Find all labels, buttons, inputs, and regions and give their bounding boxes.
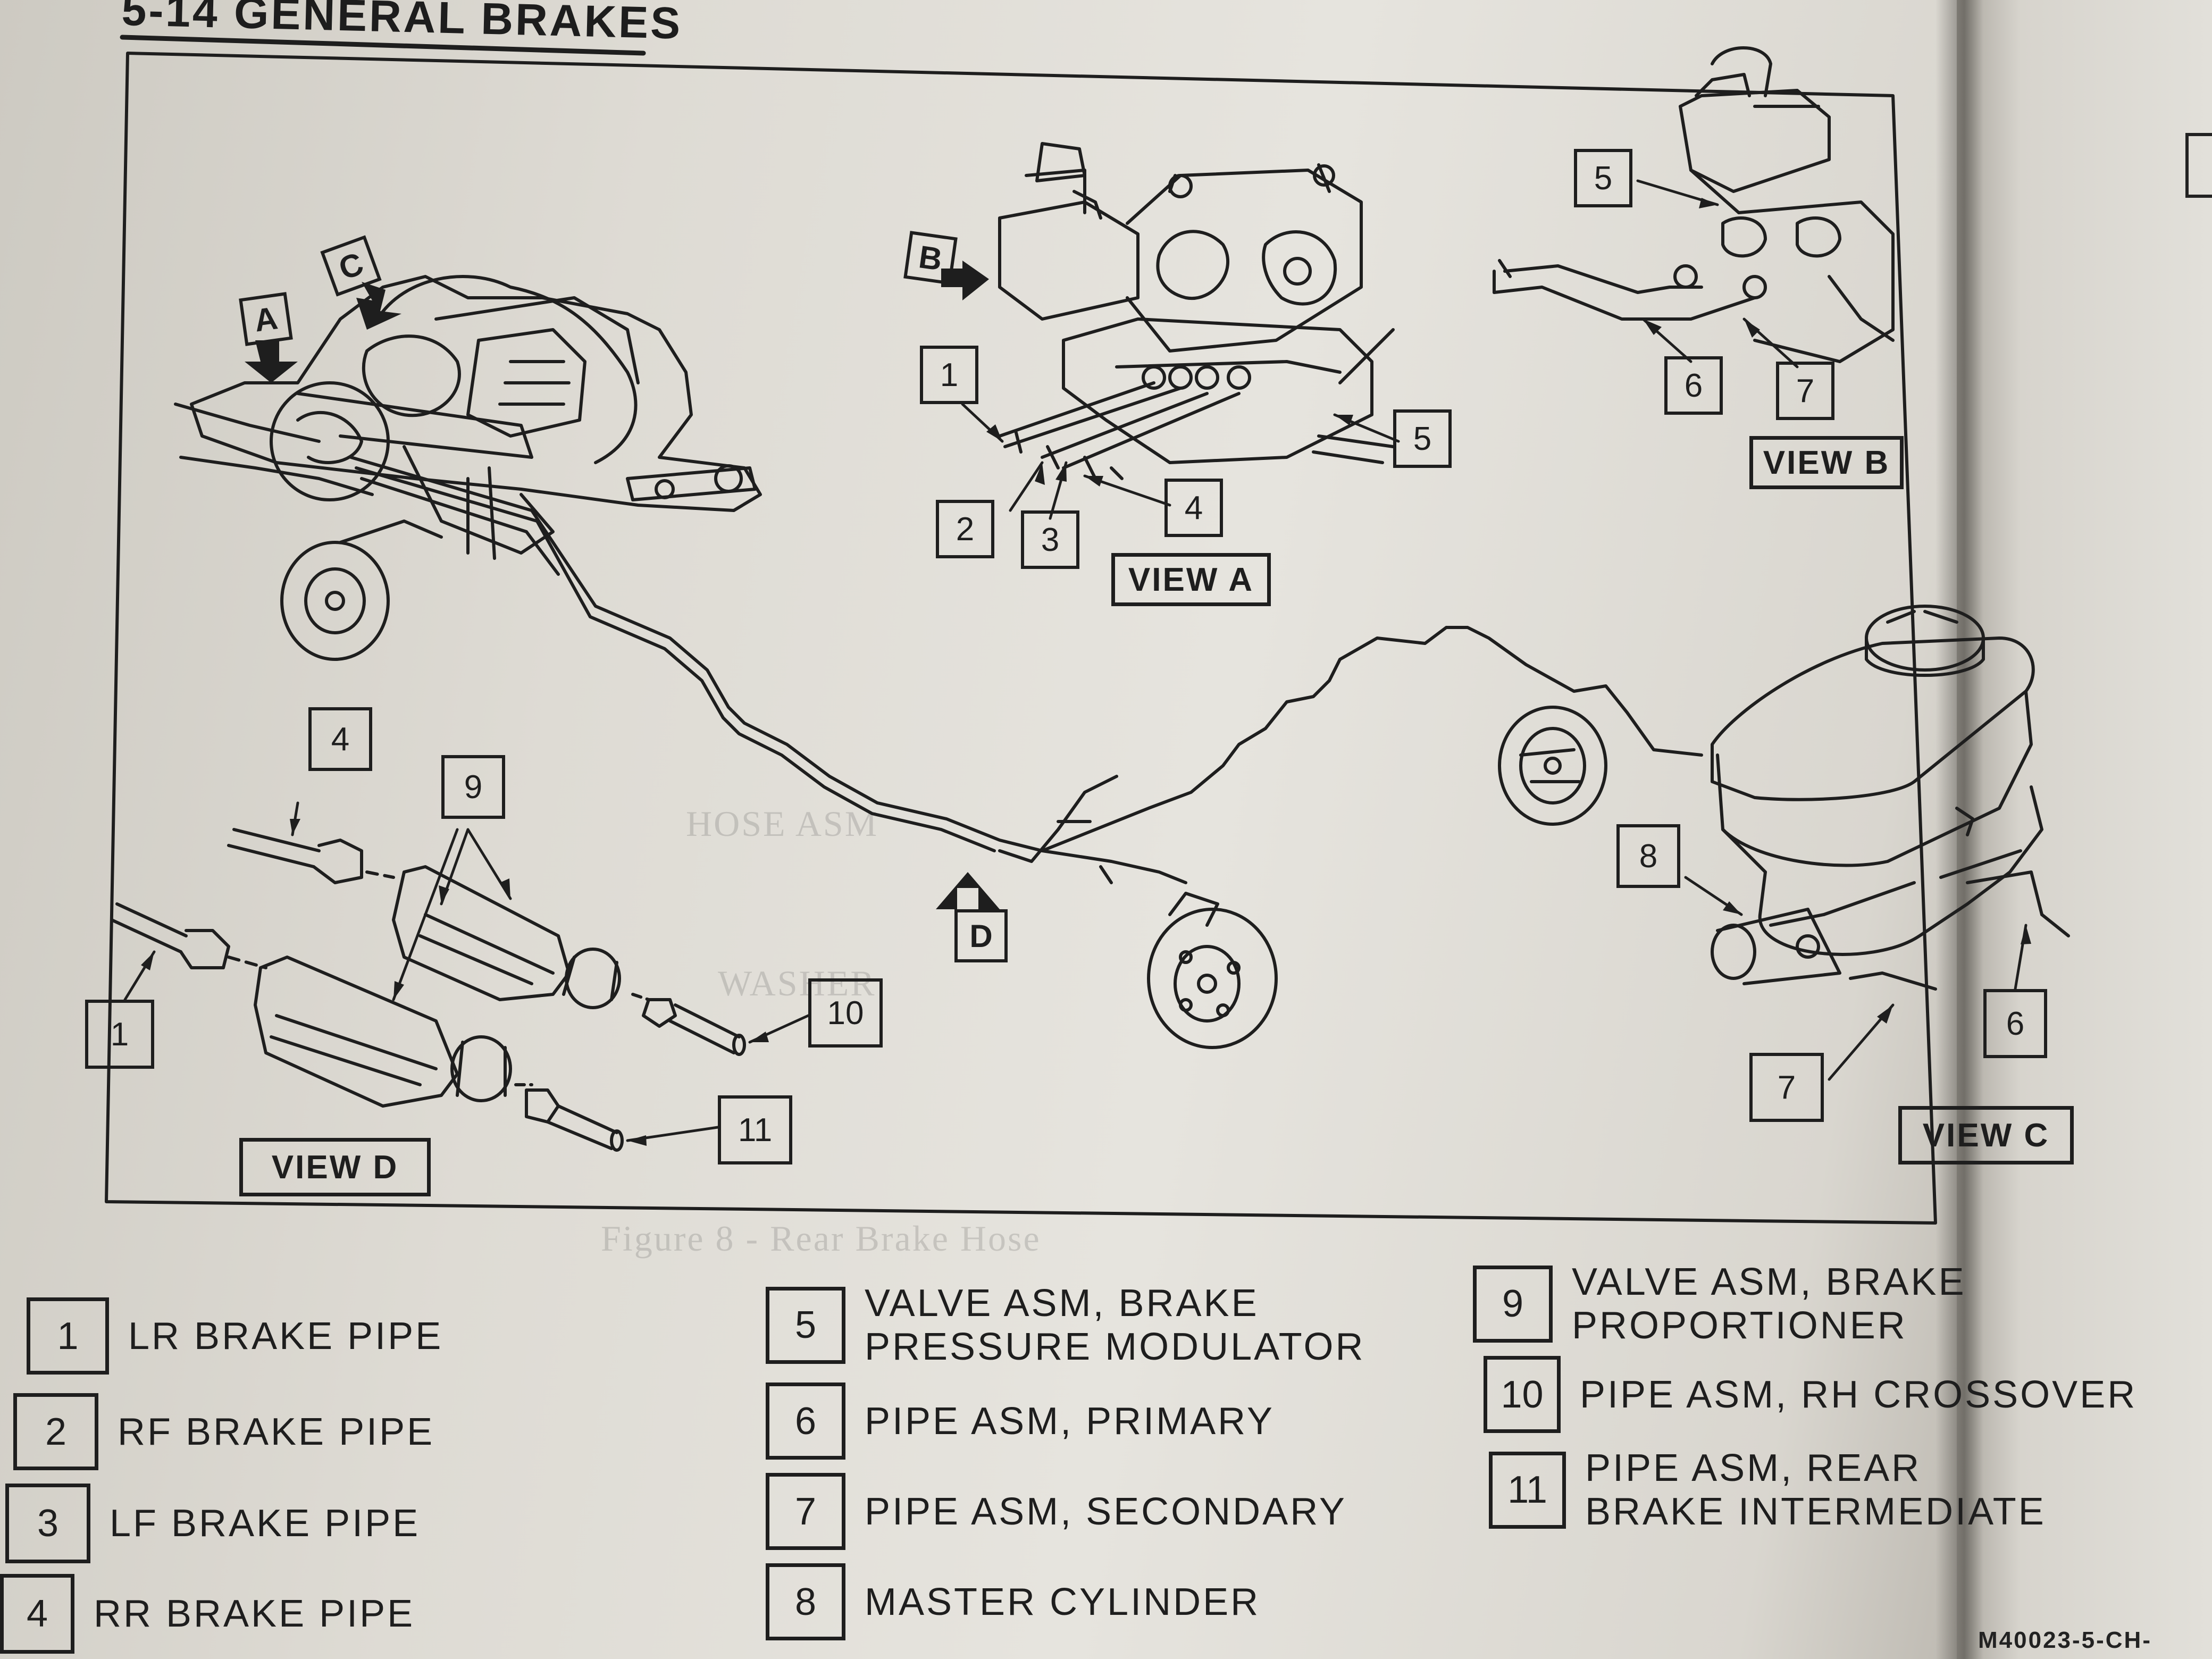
figure-id: M40023-5-CH- [1978, 1627, 2152, 1653]
legend-item-5: 5 VALVE ASM, BRAKE PRESSURE MODULATOR [766, 1281, 1365, 1369]
right-page-box [2185, 133, 2212, 198]
legend-number: 6 [766, 1382, 845, 1460]
legend-label: PIPE ASM, PRIMARY [865, 1400, 1275, 1443]
legend-label: MASTER CYLINDER [865, 1580, 1261, 1623]
legend-label: VALVE ASM, BRAKE PRESSURE MODULATOR [865, 1282, 1365, 1368]
legend-item-1: 1 LR BRAKE PIPE [27, 1297, 443, 1375]
view-b-indicator: B [903, 231, 958, 285]
legend-label: LF BRAKE PIPE [110, 1502, 421, 1545]
callout-view-a-5: 5 [1393, 409, 1452, 468]
callout-view-a-4: 4 [1164, 479, 1223, 537]
right-page [1957, 0, 2212, 1659]
view-d-label: VIEW D [239, 1138, 431, 1196]
leader-arrowheads [141, 198, 2031, 1146]
view-a-pointer [245, 340, 298, 383]
header-rule [120, 35, 646, 56]
view-b-master-cylinder [1493, 46, 1895, 363]
legend-number: 1 [27, 1297, 109, 1375]
callout-view-c-8: 8 [1616, 824, 1680, 888]
leader-lines [123, 179, 2027, 1142]
callout-view-b-7: 7 [1776, 362, 1834, 420]
callout-view-b-5: 5 [1574, 149, 1632, 207]
legend-item-2: 2 RF BRAKE PIPE [13, 1393, 434, 1470]
callout-view-a-2: 2 [936, 500, 994, 558]
legend-label: PIPE ASM, SECONDARY [865, 1490, 1347, 1533]
book-gutter [1936, 0, 1983, 1659]
legend-label: RF BRAKE PIPE [118, 1410, 435, 1453]
view-d-indicator: D [954, 909, 1008, 962]
view-a-indicator: A [239, 292, 293, 346]
legend-number: 3 [5, 1484, 90, 1563]
view-d-pointer [936, 872, 1000, 909]
brake-pipe-run [349, 456, 1703, 884]
legend-number: 7 [766, 1473, 845, 1550]
bleed-through-text: Figure 8 - Rear Brake Hose [601, 1218, 1041, 1259]
view-d-proportioner-valves [110, 828, 746, 1152]
view-c-master-cylinder [1711, 605, 2070, 991]
bleed-through-text: WASHER [718, 963, 876, 1003]
callout-view-d-9: 9 [441, 755, 505, 819]
legend-number: 9 [1473, 1265, 1553, 1343]
callout-view-a-1: 1 [920, 346, 978, 404]
callout-view-d-10: 10 [808, 978, 883, 1048]
view-c-label: VIEW C [1898, 1106, 2074, 1164]
view-c-pointer [356, 282, 401, 330]
view-b-label: VIEW B [1749, 436, 1904, 489]
rear-brake-left [1147, 892, 1278, 1049]
legend-number: 2 [13, 1393, 98, 1470]
legend-item-7: 7 PIPE ASM, SECONDARY [766, 1473, 1347, 1550]
legend-label: RR BRAKE PIPE [94, 1593, 415, 1635]
legend-label: PIPE ASM, RH CROSSOVER [1580, 1373, 2138, 1416]
callout-view-d-11: 11 [718, 1095, 792, 1164]
callout-view-b-6: 6 [1664, 356, 1723, 415]
callout-view-d-4: 4 [308, 707, 372, 771]
callout-view-c-6: 6 [1983, 989, 2047, 1058]
legend-label: PIPE ASM, REAR BRAKE INTERMEDIATE [1585, 1447, 2046, 1533]
figure-frame [105, 52, 1937, 1225]
legend-item-6: 6 PIPE ASM, PRIMARY [766, 1382, 1275, 1460]
callout-view-c-7: 7 [1749, 1053, 1824, 1122]
view-a-label: VIEW A [1111, 553, 1271, 606]
legend-label: VALVE ASM, BRAKE PROPORTIONER [1572, 1261, 1966, 1347]
legend-number: 8 [766, 1563, 845, 1640]
legend-item-11: 11 PIPE ASM, REAR BRAKE INTERMEDIATE [1489, 1446, 2046, 1534]
legend-label: LR BRAKE PIPE [128, 1314, 443, 1358]
legend-number: 5 [766, 1286, 845, 1364]
view-b-pointer [941, 261, 989, 300]
legend-item-8: 8 MASTER CYLINDER [766, 1563, 1260, 1640]
view-indicator-arrows [245, 261, 1000, 909]
callout-view-d-1: 1 [85, 1000, 154, 1069]
legend-item-10: 10 PIPE ASM, RH CROSSOVER [1484, 1356, 2137, 1433]
legend-item-4: 4 RR BRAKE PIPE [0, 1574, 415, 1654]
legend-number: 10 [1484, 1356, 1561, 1433]
legend-item-9: 9 VALVE ASM, BRAKE PROPORTIONER [1473, 1260, 1966, 1347]
view-a-modulator [998, 142, 1395, 480]
bleed-through-text: HOSE ASM [686, 803, 879, 844]
legend-item-3: 3 LF BRAKE PIPE [5, 1484, 420, 1563]
rear-brake-right [1498, 706, 1607, 826]
callout-view-a-3: 3 [1021, 510, 1079, 569]
legend-number: 11 [1489, 1451, 1566, 1529]
legend-number: 4 [0, 1574, 74, 1654]
